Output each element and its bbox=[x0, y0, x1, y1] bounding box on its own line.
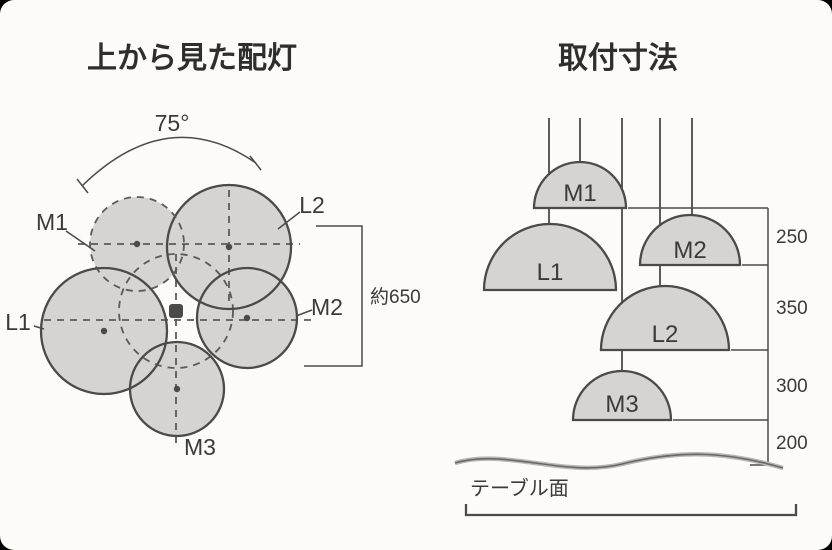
angle-arc bbox=[81, 136, 257, 187]
shade-label-m1: M1 bbox=[563, 180, 596, 207]
table-surface: テーブル面 bbox=[454, 452, 798, 517]
dim-value-2: 350 bbox=[776, 298, 808, 319]
dim-value-3: 300 bbox=[776, 376, 808, 397]
shade-label-m3: M3 bbox=[605, 391, 638, 418]
dim-bracket bbox=[304, 225, 363, 367]
shade-label-l1: L1 bbox=[537, 259, 564, 286]
circle-m2-outline bbox=[195, 266, 299, 370]
dim-bracket-label: 約650 bbox=[370, 286, 421, 308]
shade-l2 bbox=[599, 284, 731, 352]
leader-m1 bbox=[65, 230, 96, 252]
circle-l2-outline bbox=[165, 183, 293, 311]
shade-l1 bbox=[482, 222, 618, 292]
label-m3: M3 bbox=[184, 434, 216, 460]
dim-value-1: 250 bbox=[776, 227, 808, 248]
label-l1: L1 bbox=[5, 309, 31, 335]
center-dashed-circle bbox=[118, 253, 234, 369]
dim-value-4: 200 bbox=[776, 433, 808, 454]
leader-l1 bbox=[33, 325, 45, 330]
leader-l2 bbox=[277, 211, 301, 230]
center-dot-l2 bbox=[225, 243, 233, 251]
center-dot-m1 bbox=[133, 240, 141, 248]
angle-arc-tick-left bbox=[76, 178, 89, 194]
canopy-square bbox=[169, 304, 183, 318]
angle-label: 75° bbox=[155, 110, 190, 136]
center-dot-m3 bbox=[173, 385, 181, 393]
top-view-dimension: 約650 bbox=[304, 225, 421, 367]
circle-m1-outline bbox=[89, 196, 185, 292]
top-view-labels: M1 L2 L1 M2 M3 bbox=[5, 192, 343, 460]
left-diagram-title: 上から見た配灯 bbox=[87, 42, 297, 75]
lamp-circles-outline bbox=[39, 183, 299, 438]
center-marks bbox=[100, 240, 251, 393]
shade-domes bbox=[482, 160, 742, 422]
shade-labels: M1 L1 M2 L2 M3 bbox=[537, 180, 707, 418]
table-surface-label: テーブル面 bbox=[470, 476, 569, 500]
circle-m3-outline bbox=[128, 340, 226, 438]
label-m1: M1 bbox=[36, 209, 68, 235]
shade-m1 bbox=[532, 160, 628, 210]
leader-m2 bbox=[295, 309, 313, 317]
angle-arc-tick-right bbox=[249, 155, 262, 171]
center-dot-m2 bbox=[243, 314, 251, 322]
top-view-diagram: 上から見た配灯 75° bbox=[5, 42, 421, 460]
shade-m2 bbox=[638, 213, 742, 267]
right-diagram-title: 取付寸法 bbox=[558, 42, 678, 75]
shade-label-l2: L2 bbox=[652, 321, 679, 348]
table-wave-dark bbox=[454, 453, 784, 469]
shade-m3 bbox=[571, 369, 673, 422]
label-m2: M2 bbox=[311, 294, 343, 320]
circle-l1-outline bbox=[39, 266, 169, 396]
height-dimensions: 250 350 300 200 bbox=[628, 207, 808, 466]
center-dot-l1 bbox=[100, 327, 108, 335]
label-l2: L2 bbox=[299, 192, 325, 218]
side-view-diagram: 取付寸法 M1 L1 M2 L2 M3 bbox=[454, 42, 808, 517]
table-edge-line bbox=[464, 504, 798, 517]
shade-label-m2: M2 bbox=[673, 237, 706, 264]
